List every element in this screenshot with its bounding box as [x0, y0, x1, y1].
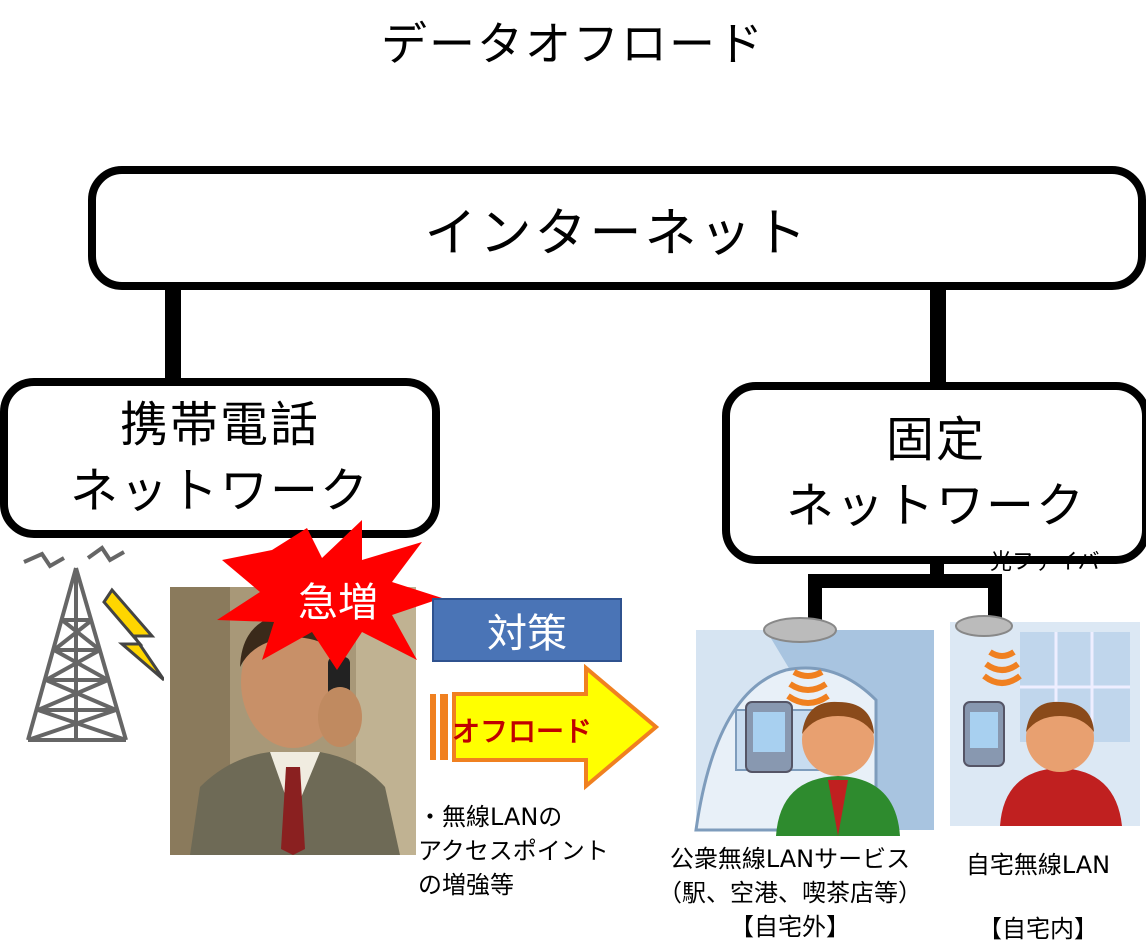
diagram-title: データオフロード	[381, 17, 765, 71]
public-wlan-label: 公衆無線LANサービス （駅、空港、喫茶店等） 【自宅外】	[640, 842, 940, 944]
countermeasure-label: 対策	[487, 611, 567, 657]
connector-fiber-home	[988, 574, 1002, 624]
fixed-network-line2: ネットワーク	[785, 478, 1086, 534]
measure-note-line3: の増強等	[418, 871, 514, 899]
countermeasure-box: 対策	[432, 598, 622, 662]
cell-tower-icon	[23, 545, 164, 742]
connector-fiber-horizontal	[808, 574, 1002, 588]
measure-note-line2: アクセスポイント	[418, 837, 609, 865]
mobile-network-line1: 携帯電話	[119, 397, 320, 453]
connector-internet-fixed	[930, 288, 946, 386]
home-wlan-name: 自宅無線LAN	[965, 851, 1111, 879]
connector-internet-mobile	[165, 288, 181, 382]
offload-label: オフロード	[452, 715, 593, 748]
mobile-network-box: 携帯電話 ネットワーク	[0, 378, 440, 538]
surge-burst-icon	[217, 520, 442, 670]
offload-arrow	[430, 664, 660, 791]
home-wlan-label: 自宅無線LAN	[938, 848, 1138, 882]
fixed-network-line1: 固定	[885, 412, 986, 468]
mobile-network-line2: ネットワーク	[69, 463, 370, 519]
internet-box: インターネット	[88, 166, 1146, 290]
internet-label: インターネット	[424, 203, 810, 264]
public-wlan-line2: （駅、空港、喫茶店等）	[658, 879, 922, 907]
home-wlan-illustration	[950, 615, 1140, 826]
measure-note-line1: ・無線LANの	[418, 803, 563, 831]
public-wlan-illustration	[694, 617, 934, 836]
surge-label: 急増	[298, 580, 378, 626]
connector-fiber-public	[808, 574, 822, 624]
public-wlan-line1: 公衆無線LANサービス	[669, 845, 911, 873]
measure-note: ・無線LANの アクセスポイント の増強等	[418, 800, 609, 902]
home-wlan-tag: 【自宅内】	[978, 915, 1098, 943]
public-wlan-line3: 【自宅外】	[730, 913, 850, 941]
fiber-label: 光ファイバー	[990, 550, 1122, 575]
connector-fixed-down	[930, 560, 944, 578]
fixed-network-box: 固定 ネットワーク	[722, 382, 1146, 564]
